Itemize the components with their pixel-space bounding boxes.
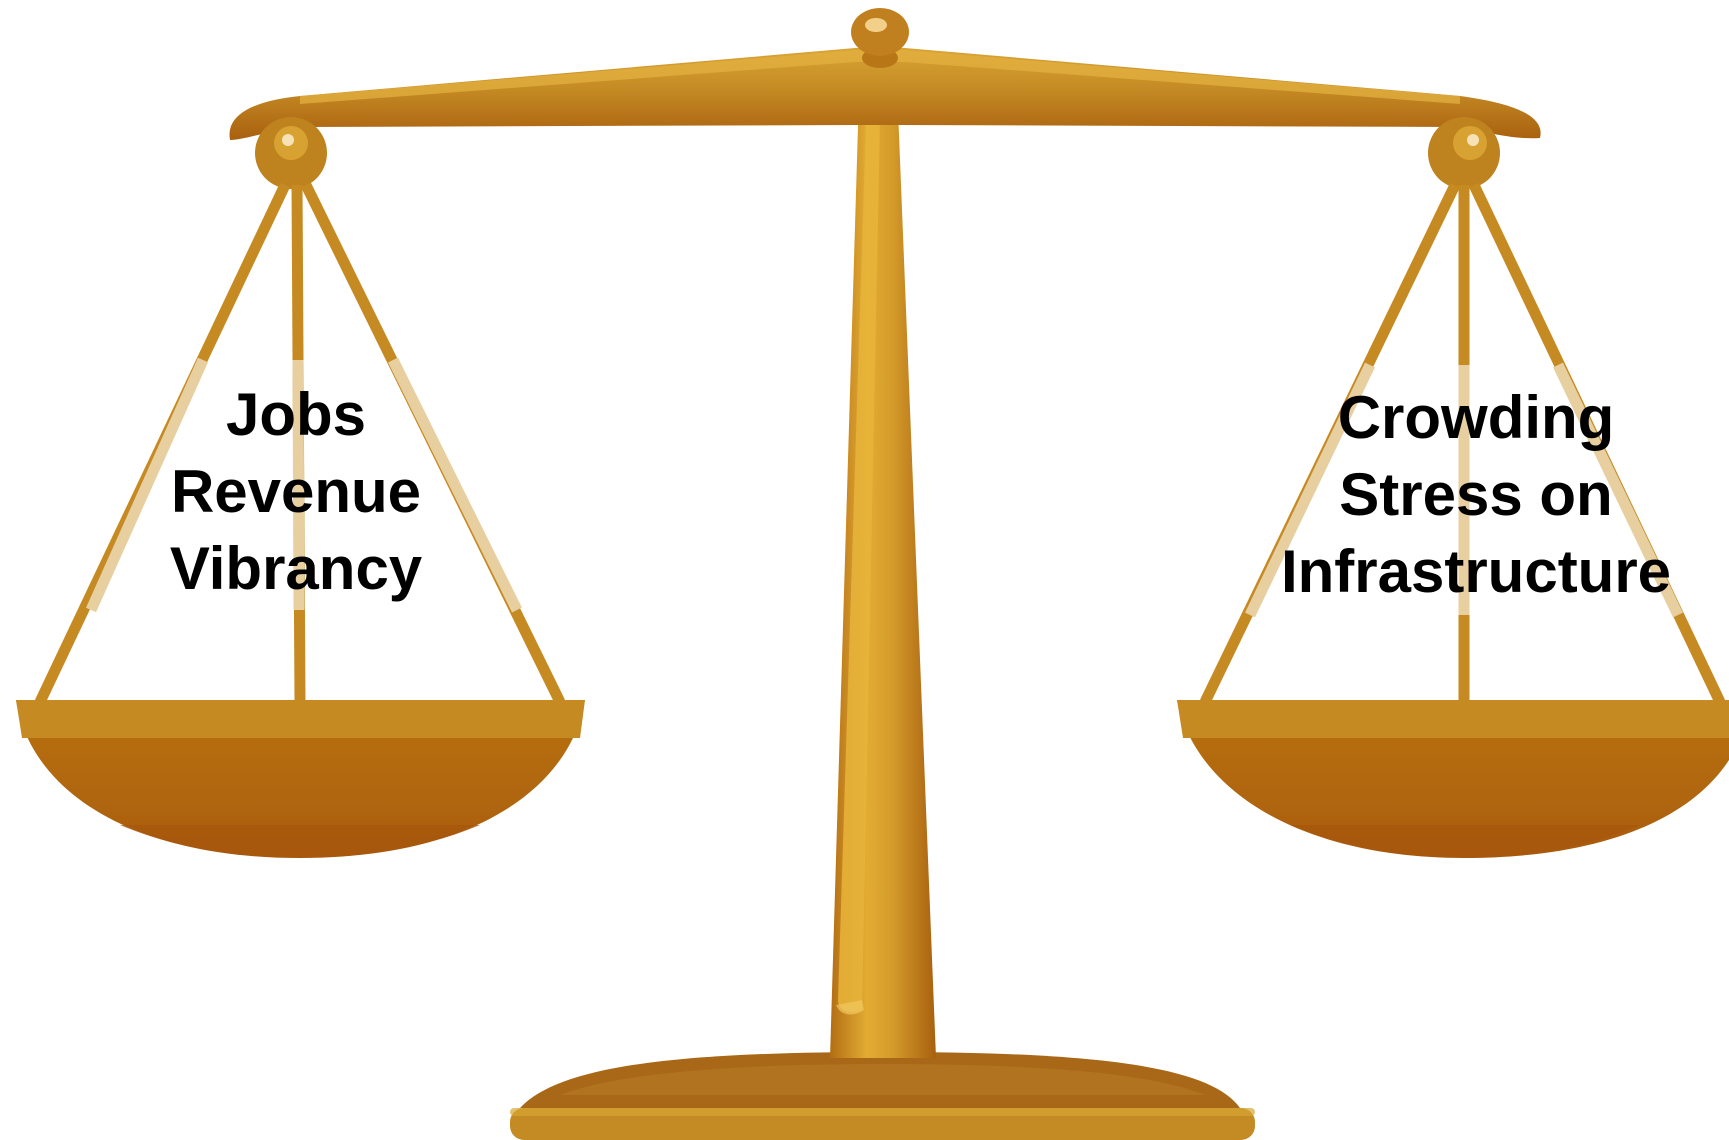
right-pan-straps	[1200, 182, 1725, 705]
right-pivot-knob	[1428, 117, 1500, 189]
right-pan-labels: Crowding Stress on Infrastructure	[1226, 379, 1726, 610]
right-pan	[1177, 700, 1729, 858]
right-label-infrastructure: Infrastructure	[1280, 538, 1672, 605]
left-pan	[16, 700, 585, 858]
left-label-jobs: Jobs	[225, 381, 367, 448]
right-label-crowding: Crowding	[1337, 384, 1615, 451]
left-pan-straps	[35, 182, 565, 705]
left-label-vibrancy: Vibrancy	[169, 535, 423, 602]
scale-post	[830, 60, 936, 1058]
left-pan-labels: Jobs Revenue Vibrancy	[96, 376, 496, 607]
right-label-stress-on: Stress on	[1339, 461, 1613, 528]
left-pivot-knob	[255, 117, 327, 189]
scale-top-knob	[851, 8, 909, 68]
left-label-revenue: Revenue	[170, 458, 422, 525]
scale-base	[510, 1052, 1255, 1140]
